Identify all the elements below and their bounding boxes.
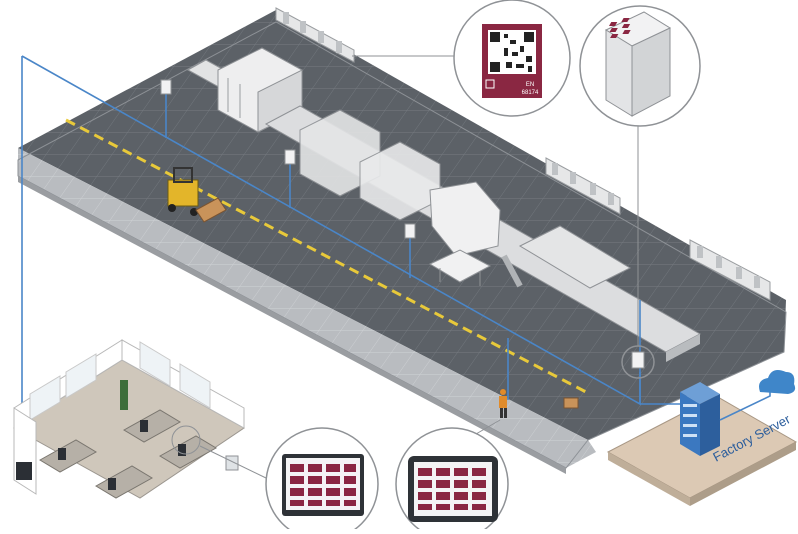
cabinet-row-back: [275, 7, 355, 63]
sensor-boxes: [160, 79, 416, 239]
sensor-highlight: [621, 126, 655, 379]
monitor-icon: [282, 454, 364, 516]
tablet-icon: [408, 456, 498, 522]
forklift-icon: [167, 167, 227, 223]
control-cabinet-callout: [579, 5, 701, 127]
tablet-callout: [395, 419, 509, 534]
factory-floor: [17, 10, 787, 474]
qr-callout: EN 68174: [352, 0, 571, 117]
cloud-icon: [759, 370, 796, 394]
worker-icon: [499, 389, 579, 418]
production-line: [186, 47, 702, 362]
safety-stripe: [65, 118, 587, 394]
qr-serial-text: 68174: [522, 90, 539, 96]
server-rack-icon: [680, 382, 720, 456]
monitor-callout: [199, 427, 379, 534]
control-cabinet-icon: [604, 11, 672, 117]
cabinet-row-middle: [545, 157, 621, 215]
qr-code-text: EN: [526, 82, 534, 88]
factory-server-platform: Factory Server: [606, 382, 798, 506]
office: [13, 339, 245, 499]
cabinet-row-right: [689, 239, 771, 301]
